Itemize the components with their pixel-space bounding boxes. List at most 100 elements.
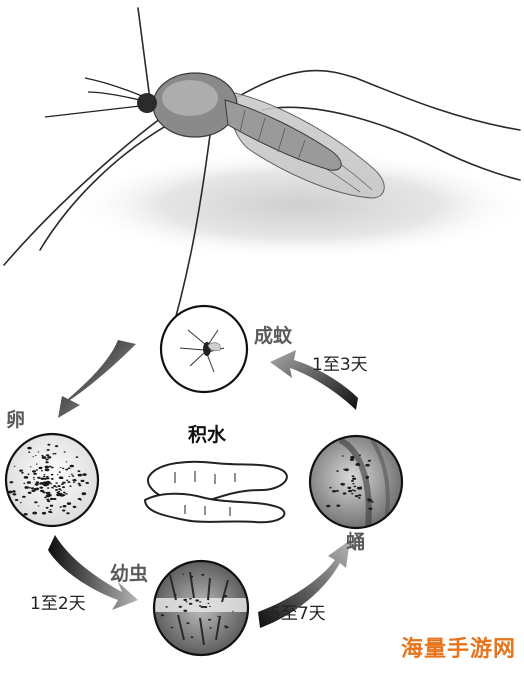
texture-speck <box>34 501 38 504</box>
texture-speck <box>55 486 58 488</box>
texture-speck <box>54 488 59 491</box>
texture-speck <box>44 467 47 469</box>
texture-speck <box>48 510 52 513</box>
texture-speck <box>50 478 54 480</box>
texture-speck <box>69 485 72 487</box>
texture-speck <box>203 606 208 609</box>
texture-speck <box>365 463 370 467</box>
texture-speck <box>34 483 39 486</box>
texture-speck <box>65 461 68 463</box>
texture-speck <box>52 453 55 455</box>
texture-speck <box>37 505 40 507</box>
texture-speck <box>332 490 337 493</box>
texture-speck <box>27 473 30 475</box>
texture-speck <box>189 575 194 578</box>
texture-speck <box>40 489 44 493</box>
texture-speck <box>44 468 50 472</box>
texture-speck <box>47 456 52 459</box>
texture-speck <box>335 489 339 492</box>
texture-speck <box>72 505 77 509</box>
texture-speck <box>9 481 14 484</box>
texture-speck <box>29 466 32 468</box>
duration-pupa-to-adult: 1至3天 <box>312 355 368 375</box>
texture-speck <box>66 512 70 515</box>
texture-speck <box>351 492 354 495</box>
texture-speck <box>33 472 37 475</box>
texture-speck <box>42 491 46 494</box>
texture-speck <box>183 609 188 612</box>
texture-speck <box>44 496 47 499</box>
texture-speck <box>349 458 355 461</box>
texture-speck <box>343 468 346 471</box>
texture-speck <box>22 495 26 498</box>
texture-speck <box>43 474 46 476</box>
texture-speck <box>27 446 32 450</box>
texture-speck <box>200 605 205 608</box>
texture-speck <box>24 486 29 489</box>
texture-speck <box>368 507 373 510</box>
texture-speck <box>352 482 355 485</box>
texture-speck <box>23 482 26 484</box>
texture-speck <box>85 481 89 484</box>
texture-speck <box>34 454 37 456</box>
texture-speck <box>56 474 59 476</box>
texture-speck <box>40 477 45 480</box>
texture-speck <box>47 500 51 503</box>
texture-speck <box>77 473 83 477</box>
texture-speck <box>223 595 228 598</box>
texture-speck <box>357 497 361 499</box>
label-egg: 卵 <box>6 409 26 431</box>
texture-speck <box>46 483 50 486</box>
stage-circle-pupa <box>308 434 404 530</box>
texture-speck <box>53 485 57 487</box>
center-label-standing-water: 积水 <box>188 424 227 446</box>
texture-speck <box>67 481 71 483</box>
texture-speck <box>46 477 50 480</box>
texture-speck <box>173 593 177 596</box>
mosquito-shadow <box>70 150 524 260</box>
texture-speck <box>62 481 66 484</box>
texture-speck <box>79 499 82 501</box>
texture-speck <box>12 493 17 496</box>
texture-speck <box>35 481 40 484</box>
texture-speck <box>75 456 79 458</box>
texture-speck <box>61 509 66 512</box>
texture-speck <box>77 470 81 472</box>
texture-speck <box>354 495 359 498</box>
texture-speck <box>49 509 52 511</box>
texture-speck <box>62 491 66 494</box>
texture-speck <box>27 481 31 484</box>
texture-speck <box>32 511 38 515</box>
texture-speck <box>41 511 47 515</box>
texture-speck <box>371 501 374 503</box>
texture-speck <box>33 479 35 481</box>
texture-speck <box>32 477 35 479</box>
texture-speck <box>350 455 355 459</box>
texture-speck <box>45 461 49 464</box>
arrow-pupa-to-adult <box>270 350 358 410</box>
stage-circle-larva <box>152 559 250 657</box>
texture-speck <box>358 494 362 497</box>
texture-speck <box>348 489 353 493</box>
texture-speck <box>81 492 87 496</box>
texture-speck <box>208 618 212 621</box>
mosquito-illustration <box>3 7 524 346</box>
texture-speck <box>358 454 362 456</box>
texture-speck <box>195 599 199 602</box>
texture-speck <box>336 504 341 507</box>
texture-speck <box>28 451 31 453</box>
texture-speck <box>353 490 357 492</box>
texture-speck <box>41 455 44 457</box>
stage-circle-egg <box>4 432 100 528</box>
texture-speck <box>13 465 16 467</box>
arrow-adult-to-egg <box>58 340 136 418</box>
texture-speck <box>208 605 211 607</box>
texture-speck <box>12 490 16 493</box>
texture-speck <box>58 471 61 473</box>
texture-speck <box>46 448 50 451</box>
texture-speck <box>82 474 85 476</box>
label-pupa: 蛹 <box>346 531 366 553</box>
texture-speck <box>342 492 347 495</box>
texture-speck <box>207 602 210 605</box>
texture-speck <box>49 504 54 507</box>
